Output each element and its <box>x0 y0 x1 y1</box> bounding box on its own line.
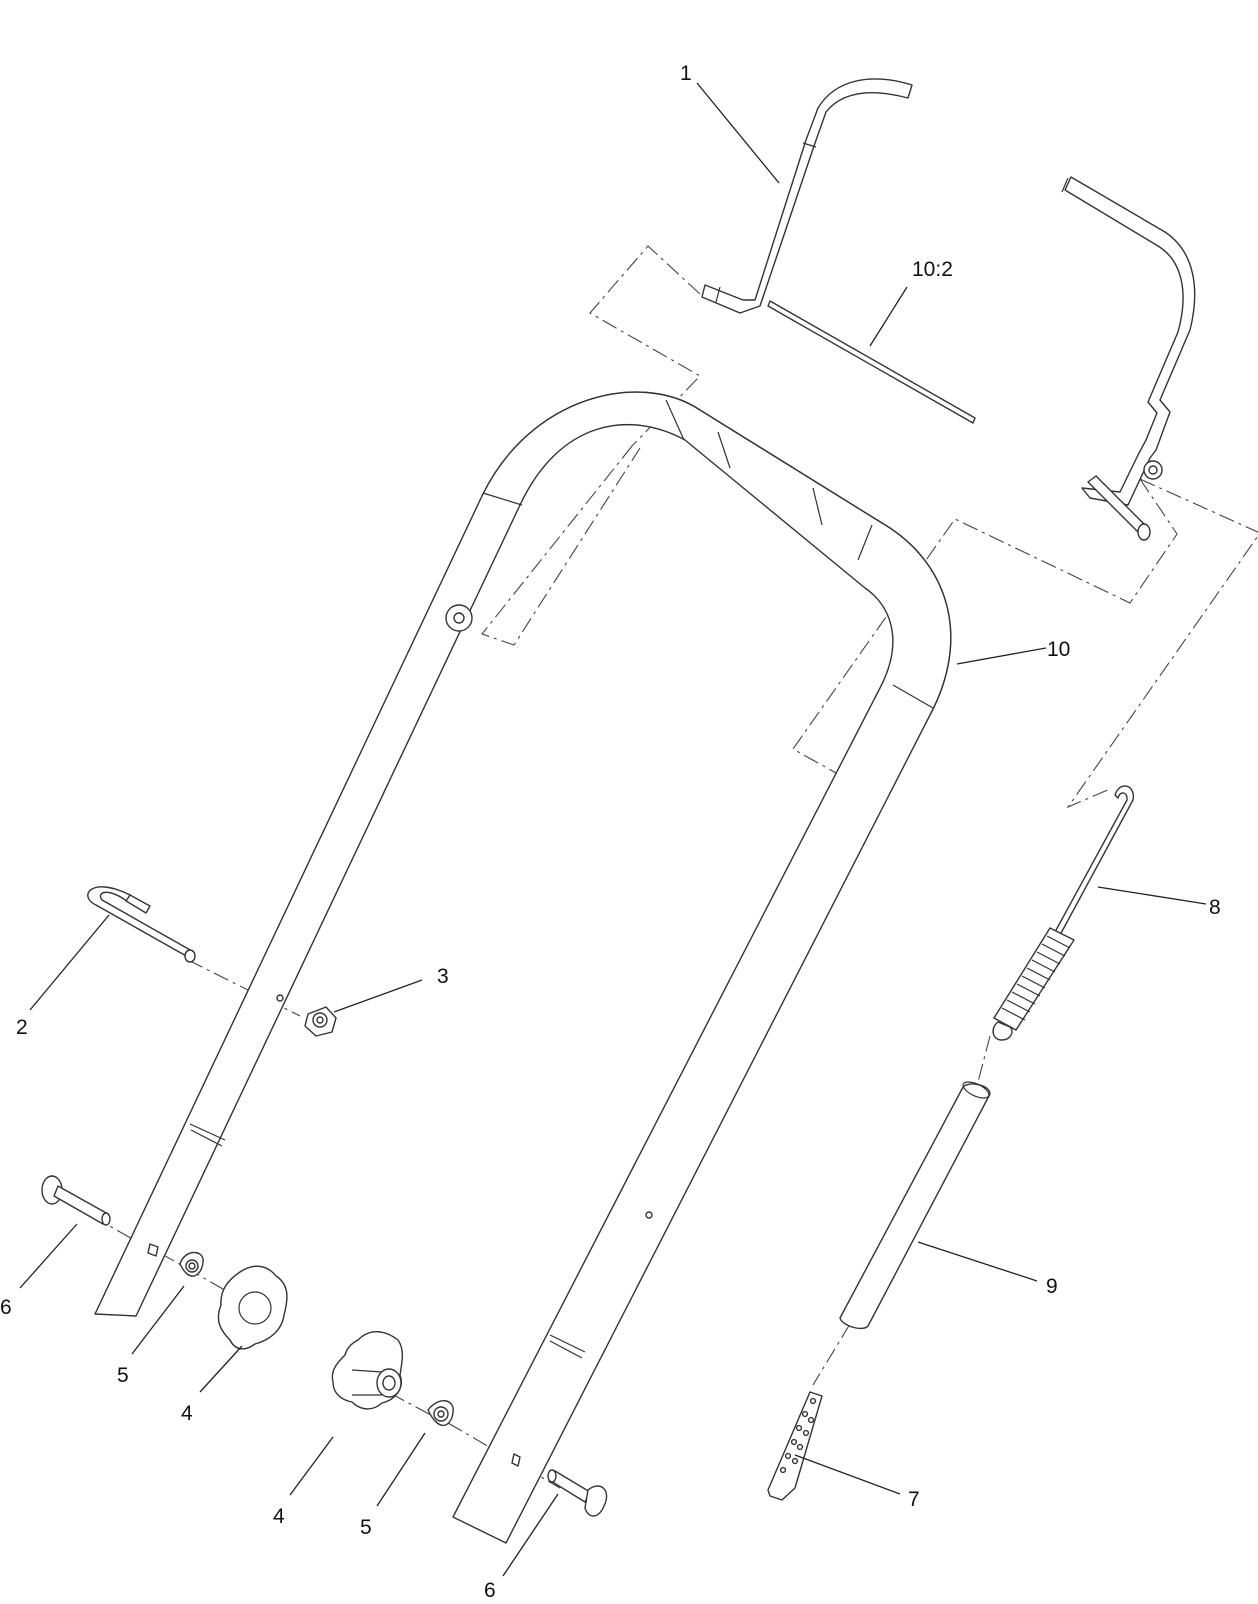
callout-1: 1 <box>680 62 692 85</box>
cable-strip <box>767 300 976 424</box>
callout-labels: 1 10:2 10 8 3 2 9 6 5 4 4 5 6 7 <box>0 62 1221 1602</box>
spring-assembly <box>992 785 1134 1041</box>
callout-8: 8 <box>1209 896 1221 919</box>
leader-lines <box>19 82 1207 1577</box>
callout-10-2: 10:2 <box>912 258 953 281</box>
control-bail-left <box>701 78 913 314</box>
callout-7: 7 <box>908 1488 920 1511</box>
callout-2: 2 <box>16 1016 28 1039</box>
callout-3: 3 <box>437 965 449 988</box>
assembly-lines <box>91 245 1258 1489</box>
control-bail-right <box>1061 176 1196 541</box>
callout-4-right: 4 <box>273 1505 285 1528</box>
main-handle <box>94 391 952 1544</box>
callout-5-left: 5 <box>117 1364 129 1387</box>
carriage-bolt-right <box>511 1453 608 1517</box>
callout-9: 9 <box>1046 1275 1058 1298</box>
cable-pin <box>87 886 196 963</box>
nut <box>304 1006 337 1037</box>
adjustment-bracket <box>767 1391 823 1501</box>
carriage-bolt-left <box>41 1175 111 1226</box>
callout-5-right: 5 <box>360 1516 372 1539</box>
callout-10: 10 <box>1047 638 1070 661</box>
callout-6-right: 6 <box>484 1579 496 1602</box>
cupped-washer-left <box>147 1243 204 1277</box>
star-knob-right <box>331 1331 404 1410</box>
callout-6-left: 6 <box>0 1296 12 1319</box>
star-knob-left <box>217 1265 288 1350</box>
cupped-washer-right <box>427 1400 454 1426</box>
sleeve-tube <box>839 1081 991 1330</box>
callout-4-left: 4 <box>181 1402 193 1425</box>
